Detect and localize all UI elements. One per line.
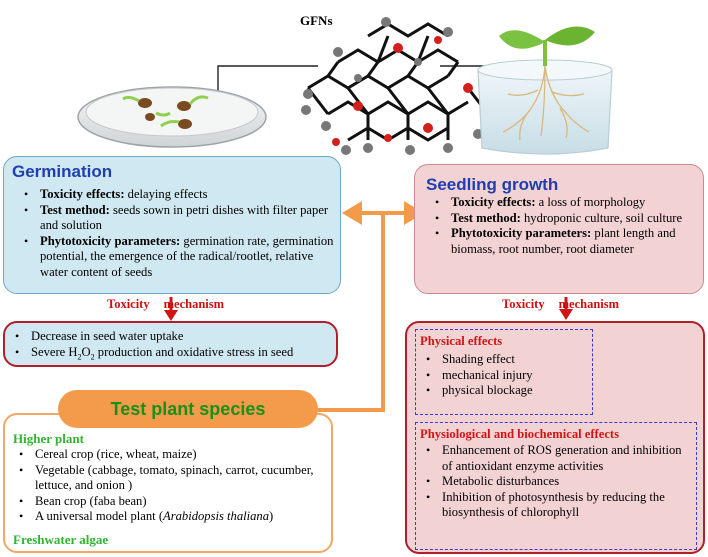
list-item: Phytotoxicity parameters: germination ra…: [18, 234, 338, 281]
gfns-label: GFNs: [300, 13, 333, 28]
list-item: physical blockage: [420, 383, 590, 399]
test-species-list: Cereal crop (rice, wheat, maize) Vegetab…: [13, 447, 331, 525]
physical-effects-list: Shading effect mechanical injury physica…: [420, 352, 590, 399]
hydroponic-seedling-icon: [477, 26, 613, 155]
physiological-effects-list: Enhancement of ROS generation and inhibi…: [420, 443, 690, 521]
test-species-box: Higher plant Cereal crop (rice, wheat, m…: [3, 413, 333, 553]
seedling-box: Seedling growth Toxicity effects: a loss…: [414, 164, 704, 294]
germination-title: Germination: [12, 162, 113, 181]
physical-effects-box: Physical effects Shading effect mechanic…: [415, 329, 593, 415]
list-item: Enhancement of ROS generation and inhibi…: [420, 443, 690, 474]
higher-plant-label: Higher plant: [13, 431, 84, 446]
list-item: Metabolic disturbances: [420, 474, 690, 490]
germination-mechanism-box: Decrease in seed water uptake Severe H2O…: [3, 321, 338, 367]
list-item: Test method: hydroponic culture, soil cu…: [429, 211, 701, 227]
physiological-effects-box: Physiological and biochemical effects En…: [415, 422, 697, 550]
germination-box: Germination Toxicity effects: delaying e…: [3, 156, 341, 294]
germination-list: Toxicity effects: delaying effects Test …: [18, 187, 338, 281]
test-species-title-pill: Test plant species: [58, 390, 318, 428]
list-item: Toxicity effects: delaying effects: [18, 187, 338, 203]
list-item: Vegetable (cabbage, tomato, spinach, car…: [13, 463, 331, 494]
physical-effects-title: Physical effects: [420, 334, 503, 348]
germination-mechanism-list: Decrease in seed water uptake Severe H2O…: [9, 329, 334, 365]
list-item: Toxicity effects: a loss of morphology: [429, 195, 701, 211]
list-item: Inhibition of photosynthesis by reducing…: [420, 490, 690, 521]
list-item: Decrease in seed water uptake: [9, 329, 334, 345]
list-item: Test method: seeds sown in petri dishes …: [18, 203, 338, 234]
toxicity-arrow-right-icon: [559, 309, 573, 320]
list-item: Phytotoxicity parameters: plant length a…: [429, 226, 701, 257]
list-item: Bean crop (faba bean): [13, 494, 331, 510]
graphene-icon: [301, 17, 499, 155]
list-item: Severe H2O2 production and oxidative str…: [9, 345, 334, 365]
list-item: mechanical injury: [420, 368, 590, 384]
toxicity-arrow-left-icon: [164, 310, 178, 321]
top-illustration: [77, 17, 613, 155]
list-item: Cereal crop (rice, wheat, maize): [13, 447, 331, 463]
freshwater-algae-label: Freshwater algae: [13, 532, 109, 547]
list-item: Shading effect: [420, 352, 590, 368]
test-species-title: Test plant species: [110, 398, 266, 419]
seedling-list: Toxicity effects: a loss of morphology T…: [429, 195, 701, 257]
physiological-effects-title: Physiological and biochemical effects: [420, 427, 620, 441]
list-item: A universal model plant (Arabidopsis tha…: [13, 509, 331, 525]
seedling-mechanism-box: Physical effects Shading effect mechanic…: [405, 321, 705, 554]
arrow-left-icon: [342, 201, 362, 225]
seedling-title: Seedling growth: [426, 175, 559, 194]
petri-dish-icon: [77, 86, 267, 148]
